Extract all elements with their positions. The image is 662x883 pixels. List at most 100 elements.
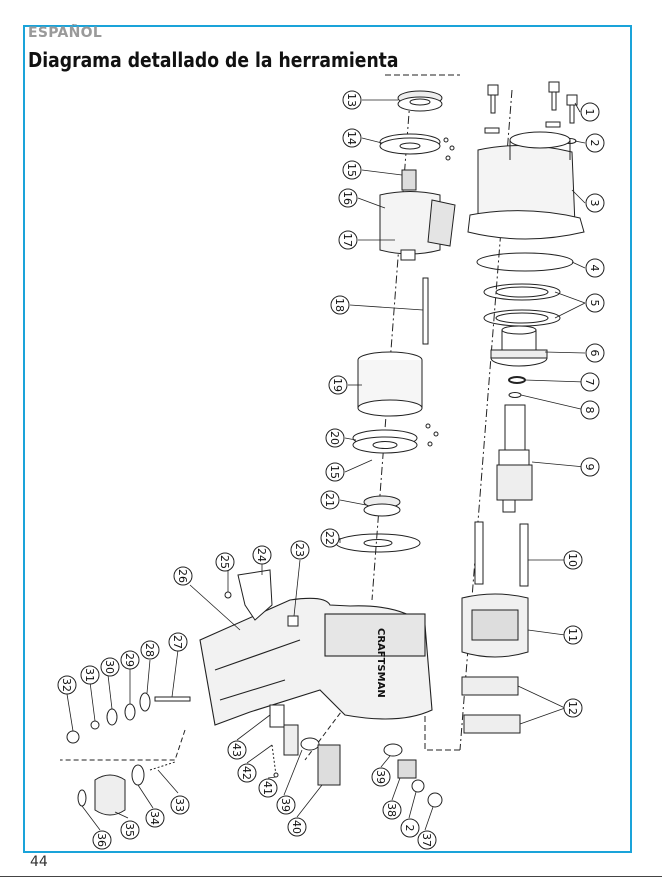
callout-5: 5 [586, 294, 604, 312]
callout-number: 28 [143, 643, 156, 657]
part-valve-stack [67, 693, 150, 743]
callout-number: 23 [293, 543, 306, 557]
part-bushing-23 [288, 616, 298, 626]
callout-21: 21 [321, 491, 339, 509]
callout-15: 15 [326, 463, 344, 481]
part-spring-25 [225, 592, 231, 598]
callout-number: 31 [83, 668, 96, 682]
callout-number: 41 [261, 781, 274, 795]
callout-33: 33 [171, 796, 189, 814]
callout-number: 42 [240, 766, 253, 780]
callout-16: 16 [339, 189, 357, 207]
callout-number: 40 [290, 820, 303, 834]
part-o-ring [509, 393, 521, 398]
callout-number: 6 [588, 350, 601, 357]
callout-27: 27 [169, 633, 187, 651]
callout-4: 4 [586, 259, 604, 277]
part-pin-right [520, 524, 528, 586]
part-regulator [270, 705, 442, 807]
callout-3: 3 [586, 194, 604, 212]
callout-number: 14 [345, 131, 358, 145]
callout-36: 36 [93, 831, 111, 849]
callout-number: 36 [95, 833, 108, 847]
callout-8: 8 [581, 401, 599, 419]
callout-18: 18 [331, 296, 349, 314]
callout-9: 9 [581, 458, 599, 476]
callout-1: 1 [581, 103, 599, 121]
callout-number: 37 [420, 833, 433, 847]
part-pin-left [475, 522, 483, 584]
part-anvil-bushing [491, 326, 547, 366]
callout-number: 5 [588, 300, 601, 307]
callout-19: 19 [329, 376, 347, 394]
callout-number: 22 [323, 531, 336, 545]
part-rear-bearing [364, 496, 400, 516]
callout-number: 38 [385, 803, 398, 817]
part-front-plate [380, 134, 454, 160]
part-front-bearing [398, 91, 442, 111]
callout-number: 17 [341, 233, 354, 247]
callout-number: 35 [123, 823, 136, 837]
callout-number: 19 [331, 378, 344, 392]
callout-7: 7 [581, 373, 599, 391]
callout-35: 35 [121, 821, 139, 839]
callout-number: 3 [588, 200, 601, 207]
callout-11: 11 [564, 626, 582, 644]
callout-26: 26 [174, 567, 192, 585]
callout-number: 39 [374, 770, 387, 784]
brand-text: CRAFTSMAN [375, 628, 386, 698]
callout-17: 17 [339, 231, 357, 249]
callout-20: 20 [326, 429, 344, 447]
callout-number: 29 [123, 653, 136, 667]
callout-39: 39 [277, 796, 295, 814]
callout-15: 15 [343, 161, 361, 179]
callout-2: 2 [401, 819, 419, 837]
part-hammers [462, 677, 520, 733]
callout-37: 37 [418, 831, 436, 849]
callout-number: 33 [173, 798, 186, 812]
callout-22: 22 [321, 529, 339, 547]
callout-34: 34 [146, 809, 164, 827]
part-rotor [380, 170, 455, 260]
callout-number: 30 [103, 660, 116, 674]
callout-number: 25 [218, 555, 231, 569]
callout-40: 40 [288, 818, 306, 836]
callout-number: 15 [328, 465, 341, 479]
callout-39: 39 [372, 768, 390, 786]
callout-number: 11 [566, 628, 579, 642]
callout-24: 24 [253, 546, 271, 564]
callout-number: 8 [583, 407, 596, 414]
part-valve-stem [155, 697, 190, 701]
footer-rule [0, 876, 662, 877]
page-number: 44 [30, 854, 48, 870]
callout-28: 28 [141, 641, 159, 659]
callout-10: 10 [564, 551, 582, 569]
part-ring-lower [484, 310, 560, 326]
callout-number: 2 [403, 825, 416, 832]
callout-number: 15 [345, 163, 358, 177]
callout-23: 23 [291, 541, 309, 559]
callout-number: 39 [279, 798, 292, 812]
callout-number: 32 [60, 678, 73, 692]
callout-number: 20 [328, 431, 341, 445]
part-main-housing [200, 598, 432, 725]
callout-number: 4 [588, 265, 601, 272]
callout-number: 7 [583, 379, 596, 386]
callout-25: 25 [216, 553, 234, 571]
callout-number: 26 [176, 569, 189, 583]
callout-42: 42 [238, 764, 256, 782]
callout-6: 6 [586, 344, 604, 362]
part-motor-gasket [336, 534, 420, 552]
callout-number: 10 [566, 553, 579, 567]
part-retainer-ring [509, 377, 525, 383]
part-ring-upper [484, 284, 560, 300]
callout-number: 34 [148, 811, 161, 825]
callout-number: 16 [341, 191, 354, 205]
part-air-inlet [78, 762, 175, 815]
callout-31: 31 [81, 666, 99, 684]
callout-12: 12 [564, 699, 582, 717]
callout-30: 30 [101, 658, 119, 676]
callout-number: 9 [583, 464, 596, 471]
callout-32: 32 [58, 676, 76, 694]
